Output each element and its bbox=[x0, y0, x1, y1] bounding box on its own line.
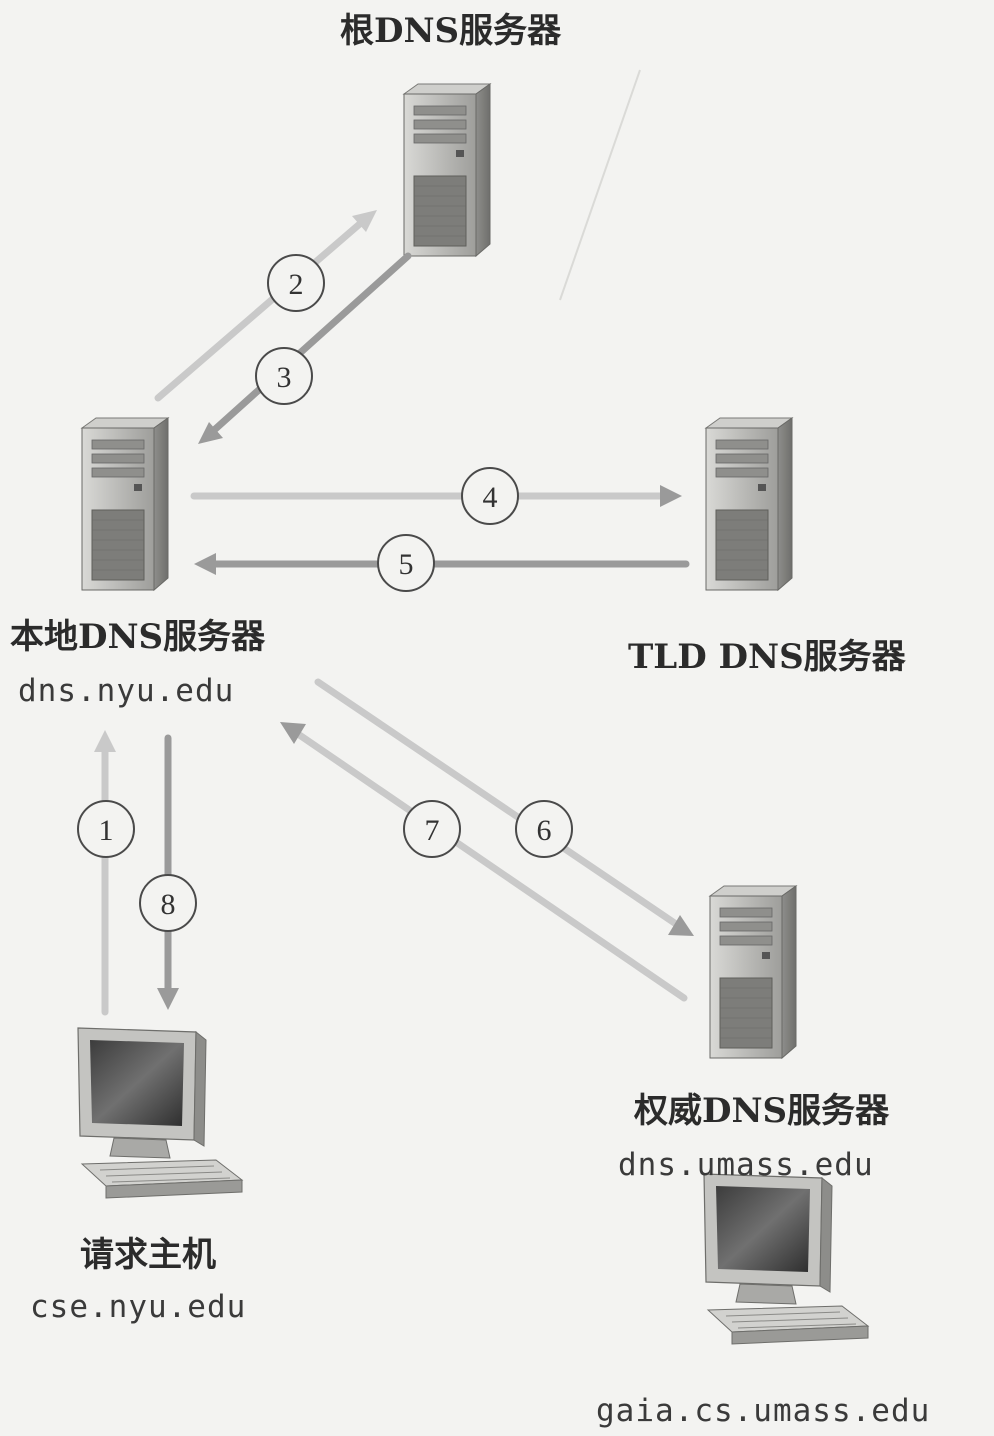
step-badge-2: 2 bbox=[267, 254, 325, 312]
step-number-4: 4 bbox=[483, 481, 498, 514]
step-badge-6: 6 bbox=[515, 800, 573, 858]
step-number-2: 2 bbox=[289, 268, 304, 301]
step-badge-4: 4 bbox=[461, 467, 519, 525]
step-badge-7: 7 bbox=[403, 800, 461, 858]
step-number-3: 3 bbox=[277, 361, 292, 394]
tld-dns-server-label: TLD DNS服务器 bbox=[628, 637, 906, 677]
step-number-1: 1 bbox=[99, 814, 114, 847]
step-badge-3: 3 bbox=[255, 347, 313, 405]
arrow-step-5 bbox=[194, 553, 690, 575]
step-number-7: 7 bbox=[425, 814, 440, 847]
step-number-5: 5 bbox=[399, 548, 414, 581]
arrow-step-4 bbox=[190, 485, 682, 507]
requesting-host-computer-icon bbox=[77, 1027, 243, 1199]
local-dns-server-hostname: dns.nyu.edu bbox=[18, 673, 235, 709]
arrow-step-1 bbox=[94, 730, 116, 1016]
step-badge-5: 5 bbox=[377, 534, 435, 592]
target-host-computer-icon bbox=[703, 1173, 869, 1345]
step-number-6: 6 bbox=[537, 814, 552, 847]
root-dns-server-label: 根DNS服务器 bbox=[340, 11, 562, 51]
faint-guide-line bbox=[559, 69, 641, 301]
authoritative-dns-server-hostname: dns.umass.edu bbox=[618, 1147, 874, 1183]
step-badge-8: 8 bbox=[139, 874, 197, 932]
root-dns-server-icon bbox=[403, 83, 491, 257]
target-host-hostname: gaia.cs.umass.edu bbox=[596, 1393, 931, 1429]
arrow-step-8 bbox=[157, 734, 179, 1010]
authoritative-dns-server-label: 权威DNS服务器 bbox=[634, 1091, 890, 1131]
step-number-8: 8 bbox=[161, 888, 176, 921]
authoritative-dns-server-icon bbox=[709, 885, 797, 1059]
arrow-step-6 bbox=[314, 678, 694, 936]
requesting-host-label: 请求主机 bbox=[80, 1235, 216, 1275]
step-badge-1: 1 bbox=[77, 800, 135, 858]
arrow-step-3 bbox=[198, 252, 412, 444]
arrow-step-2 bbox=[154, 210, 377, 402]
requesting-host-hostname: cse.nyu.edu bbox=[30, 1289, 247, 1325]
arrow-step-7 bbox=[280, 722, 688, 1002]
local-dns-server-label: 本地DNS服务器 bbox=[10, 617, 266, 657]
tld-dns-server-icon bbox=[705, 417, 793, 591]
local-dns-server-icon bbox=[81, 417, 169, 591]
